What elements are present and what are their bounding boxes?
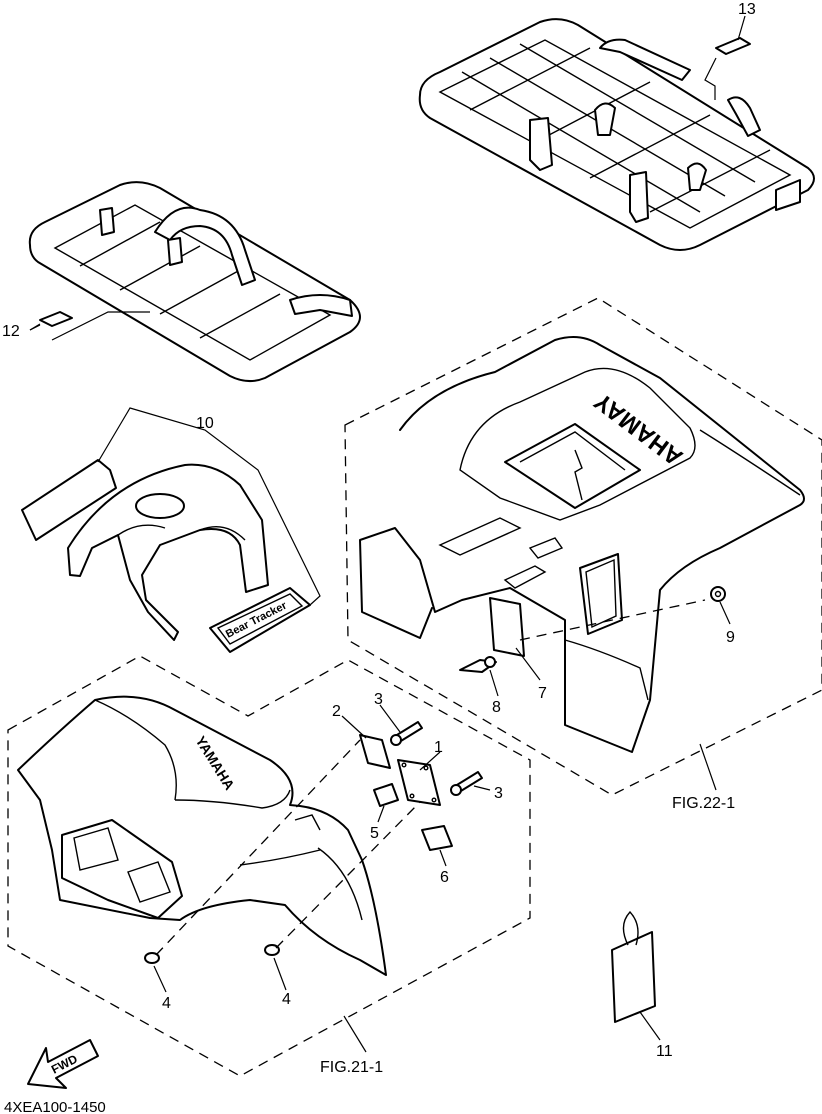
carrier-decal-13 — [704, 37, 751, 100]
rivet-8 — [459, 656, 497, 673]
decal-6 — [421, 825, 453, 851]
callout-10: 10 — [196, 415, 214, 432]
leader-1 — [419, 751, 441, 771]
fig-ref-front: FIG.21-1 — [320, 1059, 383, 1076]
leader-4-right — [273, 957, 287, 991]
callout-8: 8 — [492, 699, 501, 716]
front-fender: YAMAHA — [17, 695, 387, 976]
tag-11 — [611, 910, 656, 1023]
fig-ref-rear: FIG.22-1 — [672, 795, 735, 812]
callout-4-right: 4 — [282, 991, 291, 1008]
assembly-line-plate-2 — [275, 801, 421, 949]
leader-6 — [439, 849, 447, 867]
leader-9 — [719, 601, 731, 625]
side-cover-decal — [21, 459, 117, 541]
leader-11 — [639, 1011, 661, 1041]
washer-4-right — [264, 944, 280, 956]
leader-fig-22 — [699, 743, 717, 791]
leader-3-upper — [379, 704, 401, 733]
callout-2: 2 — [332, 703, 341, 720]
plate-7 — [489, 597, 525, 657]
callout-6: 6 — [440, 869, 449, 886]
leader-12 — [29, 323, 41, 331]
leader-5 — [377, 805, 385, 823]
leader-7 — [515, 647, 541, 681]
callout-11: 11 — [656, 1043, 673, 1060]
leader-13 — [737, 15, 746, 41]
washer-9 — [710, 586, 726, 602]
callout-12: 12 — [2, 323, 20, 340]
rear-carrier — [418, 18, 815, 251]
callout-5: 5 — [370, 825, 379, 842]
leader-8 — [489, 669, 499, 697]
front-fender-group-outline — [7, 655, 531, 1077]
callout-3-lower: 3 — [494, 785, 503, 802]
assembly-line-rear — [519, 599, 706, 641]
leader-10 — [97, 407, 321, 606]
washer-4-left — [144, 952, 160, 964]
forward-arrow-icon: FWD — [27, 1039, 99, 1089]
rivet-3-upper — [390, 721, 423, 746]
plate-1 — [397, 759, 441, 806]
leader-2 — [341, 715, 367, 739]
plate-2 — [359, 734, 391, 769]
callout-9: 9 — [726, 629, 735, 646]
callout-7: 7 — [538, 685, 547, 702]
front-carrier — [28, 181, 361, 382]
callout-13: 13 — [738, 1, 756, 18]
leader-fig-21 — [343, 1015, 367, 1053]
catalog-code: 4XEA100-1450 — [4, 1099, 106, 1114]
decal-5 — [373, 783, 399, 807]
leader-3-lower — [473, 785, 491, 791]
side-cover — [67, 463, 269, 641]
leader-4-left — [153, 965, 167, 993]
assembly-line-plate-1 — [155, 739, 361, 956]
rear-fender: YAMAHA — [359, 335, 805, 753]
side-cover-emblem: Bear Tracker — [209, 587, 311, 653]
callout-4-left: 4 — [162, 995, 171, 1012]
callout-1: 1 — [434, 739, 443, 756]
callout-3-upper: 3 — [374, 691, 383, 708]
rivet-3-lower — [450, 771, 483, 796]
